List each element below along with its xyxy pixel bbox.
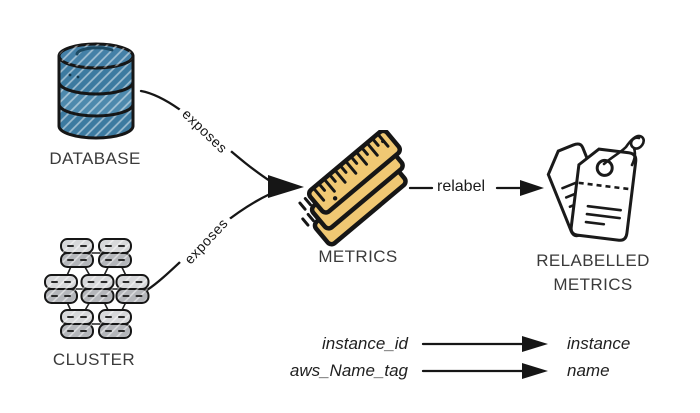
price-tags-icon [546,134,645,242]
tag-string [602,134,645,167]
database-cylinder-icon [57,42,135,140]
metrics-label: METRICS [318,247,398,266]
mapping-arrowhead-1 [522,336,548,352]
server-cluster-icon [44,238,150,339]
relabel-arrowhead [520,180,544,196]
ruler-stack-icon [298,130,408,247]
database-label: DATABASE [49,149,141,168]
mapping-arrowhead-2 [522,363,548,379]
merge-arrowhead [268,175,304,198]
cluster-label: CLUSTER [52,350,136,369]
relabelled-metrics-label-line2: METRICS [553,275,633,294]
relabel-label: relabel [437,178,486,195]
relabelled-metrics-label-line1: RELABELLED [536,251,650,270]
mapping-from-1: instance_id [321,334,408,353]
mapping-from-2: aws_Name_tag [289,361,408,380]
mapping-to-2: name [567,361,610,380]
mapping-to-1: instance [567,334,631,353]
